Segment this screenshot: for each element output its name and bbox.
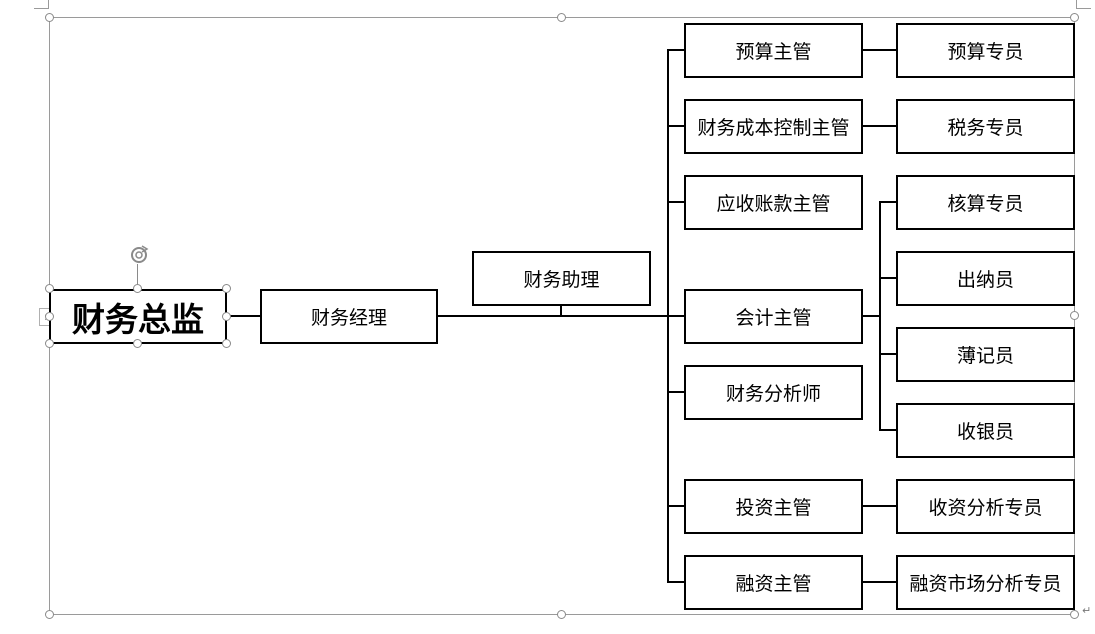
root-node[interactable]: 财务总监 xyxy=(49,289,227,344)
connector-to-specialist-5 xyxy=(879,353,898,355)
root-handle-tr[interactable] xyxy=(222,284,231,293)
specialist-node[interactable]: 税务专员 xyxy=(896,99,1075,154)
supervisor-node[interactable]: 会计主管 xyxy=(684,289,863,344)
connector-to-supervisor-6 xyxy=(667,505,685,507)
connector-investment-specialist xyxy=(861,505,898,507)
connector-accounting-stub xyxy=(861,315,880,317)
root-handle-br[interactable] xyxy=(222,339,231,348)
connector-accounting-spine xyxy=(879,201,881,430)
connector-tax-specialist xyxy=(861,125,898,127)
frame-handle-tl[interactable] xyxy=(45,13,54,22)
specialist-node[interactable]: 核算专员 xyxy=(896,175,1075,230)
supervisor-node[interactable]: 预算主管 xyxy=(684,23,863,78)
connector-budget-specialist xyxy=(861,49,898,51)
root-handle-tl[interactable] xyxy=(45,284,54,293)
supervisor-node[interactable]: 财务分析师 xyxy=(684,365,863,420)
frame-handle-mr[interactable] xyxy=(1070,311,1079,320)
supervisor-node[interactable]: 融资主管 xyxy=(684,555,863,610)
connector-to-supervisor-3 xyxy=(667,201,685,203)
root-handle-ml[interactable] xyxy=(45,312,54,321)
frame-handle-br[interactable] xyxy=(1070,610,1079,619)
connector-to-supervisor-2 xyxy=(667,125,685,127)
connector-to-supervisor-7 xyxy=(667,581,685,583)
connector-financing-specialist xyxy=(861,581,898,583)
connector-to-specialist-3 xyxy=(879,201,898,203)
assistant-node[interactable]: 财务助理 xyxy=(472,251,651,306)
supervisor-node[interactable]: 投资主管 xyxy=(684,479,863,534)
frame-handle-tr[interactable] xyxy=(1070,13,1079,22)
connector-to-supervisor-5 xyxy=(667,391,685,393)
return-mark-icon: ↵ xyxy=(1082,604,1092,617)
specialist-node[interactable]: 出纳员 xyxy=(896,251,1075,306)
connector-to-supervisor-1 xyxy=(667,49,685,51)
root-handle-mr[interactable] xyxy=(222,312,231,321)
connector-to-specialist-4 xyxy=(879,277,898,279)
connector-manager-trunk xyxy=(437,315,669,317)
specialist-node[interactable]: 融资市场分析专员 xyxy=(896,555,1075,610)
page-corner-top-left xyxy=(34,0,49,9)
frame-handle-tm[interactable] xyxy=(557,13,566,22)
specialist-node[interactable]: 收银员 xyxy=(896,403,1075,458)
page-corner-top-right xyxy=(1076,0,1091,9)
specialist-node[interactable]: 薄记员 xyxy=(896,327,1075,382)
supervisor-node[interactable]: 财务成本控制主管 xyxy=(684,99,863,154)
connector-to-specialist-6 xyxy=(879,429,898,431)
specialist-node[interactable]: 预算专员 xyxy=(896,23,1075,78)
frame-handle-bl[interactable] xyxy=(45,610,54,619)
root-handle-tm[interactable] xyxy=(133,284,142,293)
rotate-handle-icon[interactable] xyxy=(128,244,150,266)
frame-handle-bm[interactable] xyxy=(557,610,566,619)
connector-root-manager xyxy=(226,315,261,317)
manager-node[interactable]: 财务经理 xyxy=(260,289,438,344)
connector-assistant xyxy=(560,304,562,316)
root-handle-bl[interactable] xyxy=(45,339,54,348)
connector-to-supervisor-4 xyxy=(667,315,685,317)
supervisor-node[interactable]: 应收账款主管 xyxy=(684,175,863,230)
specialist-node[interactable]: 收资分析专员 xyxy=(896,479,1075,534)
rotate-stem xyxy=(137,264,138,285)
root-handle-bm[interactable] xyxy=(133,339,142,348)
